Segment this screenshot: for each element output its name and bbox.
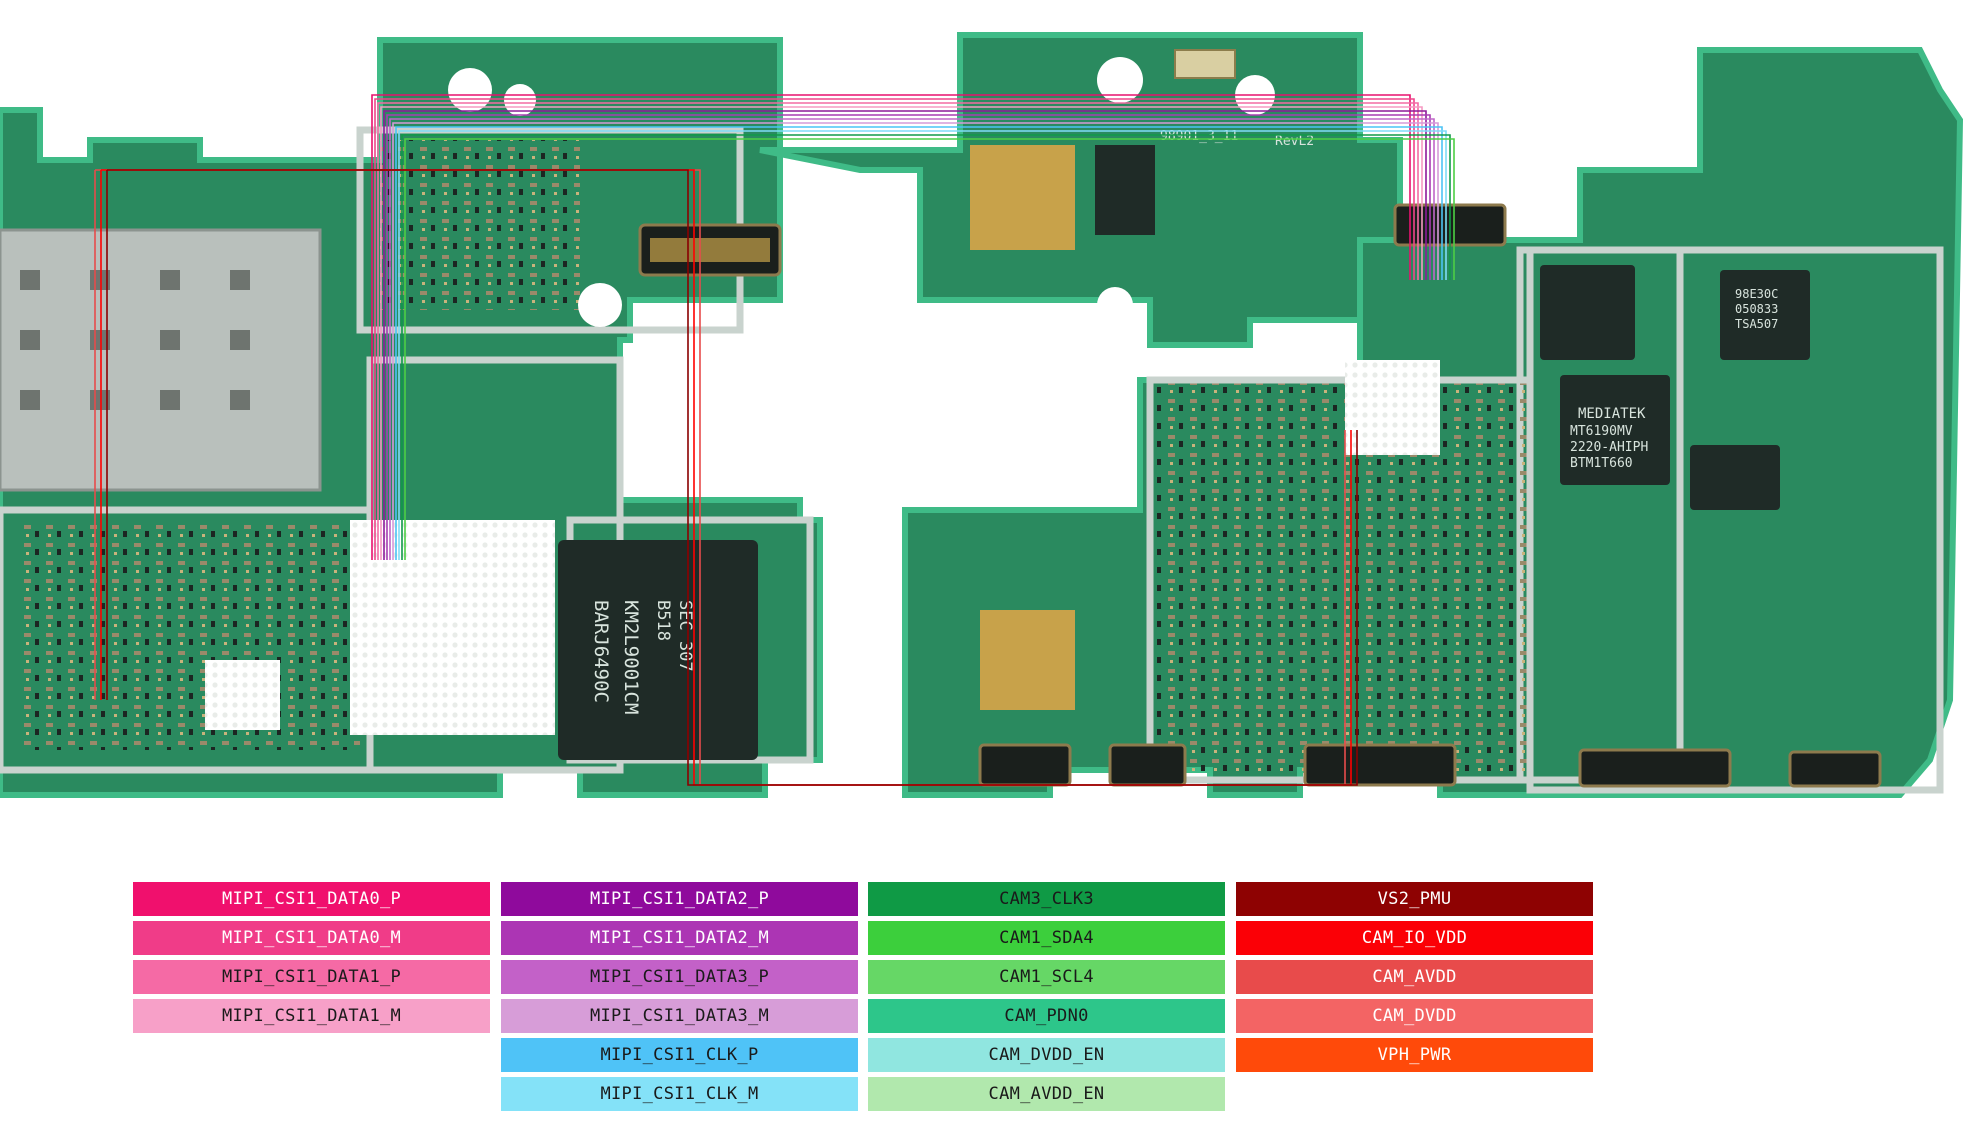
svg-text:MT6190MV: MT6190MV xyxy=(1570,424,1633,439)
svg-text:BTM1T660: BTM1T660 xyxy=(1570,456,1633,471)
pcb-board-diagram: SEC 307 B518 KM2L9001CM BARJ6490C 98901_… xyxy=(0,32,1964,798)
svg-text:BARJ6490C: BARJ6490C xyxy=(590,600,612,703)
legend-item: CAM_PDN0 xyxy=(868,999,1225,1033)
legend-item: MIPI_CSI1_DATA0_M xyxy=(133,921,490,955)
signal-trace xyxy=(374,98,1415,560)
legend-item: MIPI_CSI1_DATA3_M xyxy=(501,999,858,1033)
signal-trace xyxy=(392,122,1439,560)
signal-trace xyxy=(383,110,1427,560)
legend-item: CAM_AVDD_EN xyxy=(868,1077,1225,1111)
signal-traces xyxy=(94,94,1455,786)
mediatek-chip xyxy=(1560,375,1670,485)
pcb-right-section: MEDIATEK MT6190MV 2220-AHIPH BTM1T660 98… xyxy=(902,47,1964,798)
legend-item: MIPI_CSI1_DATA0_P xyxy=(133,882,490,916)
signal-trace xyxy=(389,118,1435,560)
legend-item: MIPI_CSI1_CLK_M xyxy=(501,1077,858,1111)
signal-trace xyxy=(386,114,1431,560)
signal-trace xyxy=(398,130,1447,560)
signal-trace xyxy=(380,106,1423,560)
legend-item: CAM_IO_VDD xyxy=(1236,921,1593,955)
legend-item: CAM1_SCL4 xyxy=(868,960,1225,994)
memory-chip xyxy=(558,540,758,760)
legend-column-mipi-data01: MIPI_CSI1_DATA0_P MIPI_CSI1_DATA0_M MIPI_C… xyxy=(133,882,490,1038)
svg-text:B518: B518 xyxy=(653,600,673,641)
svg-text:SEC 307: SEC 307 xyxy=(675,600,695,672)
pcb-left-section: SEC 307 B518 KM2L9001CM BARJ6490C xyxy=(0,37,823,798)
svg-text:98E30C: 98E30C xyxy=(1735,287,1778,301)
gold-shield-pad xyxy=(970,145,1075,250)
power-trace xyxy=(106,169,1358,786)
legend-item: MIPI_CSI1_DATA2_P xyxy=(501,882,858,916)
svg-text:MEDIATEK: MEDIATEK xyxy=(1578,406,1646,422)
svg-text:RevL2: RevL2 xyxy=(1275,134,1314,149)
legend-item: MIPI_CSI1_DATA1_P xyxy=(133,960,490,994)
svg-text:KM2L9001CM: KM2L9001CM xyxy=(620,600,642,714)
svg-text:050833: 050833 xyxy=(1735,302,1778,316)
legend-column-power-rails: VS2_PMU CAM_IO_VDD CAM_AVDD CAM_DVDD VPH_PWR xyxy=(1236,882,1593,1077)
pcb-middle-section: 98901_3_11 RevL2 xyxy=(759,32,1403,348)
legend-column-mipi-data23-clk: MIPI_CSI1_DATA2_P MIPI_CSI1_DATA2_M MIPI_C… xyxy=(501,882,858,1116)
legend-item: MIPI_CSI1_CLK_P xyxy=(501,1038,858,1072)
svg-text:2220-AHIPH: 2220-AHIPH xyxy=(1570,440,1648,455)
pmic-chip xyxy=(1720,270,1810,360)
legend-item: MIPI_CSI1_DATA3_P xyxy=(501,960,858,994)
legend-item: MIPI_CSI1_DATA2_M xyxy=(501,921,858,955)
legend-item: CAM3_CLK3 xyxy=(868,882,1225,916)
sim-tray-frame xyxy=(0,228,322,492)
legend-item: CAM1_SDA4 xyxy=(868,921,1225,955)
signal-trace xyxy=(404,138,1455,560)
signal-trace xyxy=(395,126,1443,560)
legend-item: VS2_PMU xyxy=(1236,882,1593,916)
legend-item: MIPI_CSI1_DATA1_M xyxy=(133,999,490,1033)
svg-text:98901_3_11: 98901_3_11 xyxy=(1160,129,1238,144)
signal-trace xyxy=(401,134,1451,560)
legend-item: VPH_PWR xyxy=(1236,1038,1593,1072)
legend-item: CAM_DVDD xyxy=(1236,999,1593,1033)
legend-item: CAM_DVDD_EN xyxy=(868,1038,1225,1072)
gold-shield-pad-bottom xyxy=(980,610,1075,710)
legend-item: CAM_AVDD xyxy=(1236,960,1593,994)
svg-text:TSA507: TSA507 xyxy=(1735,317,1778,331)
signal-trace xyxy=(377,102,1419,560)
signal-trace xyxy=(371,94,1411,560)
